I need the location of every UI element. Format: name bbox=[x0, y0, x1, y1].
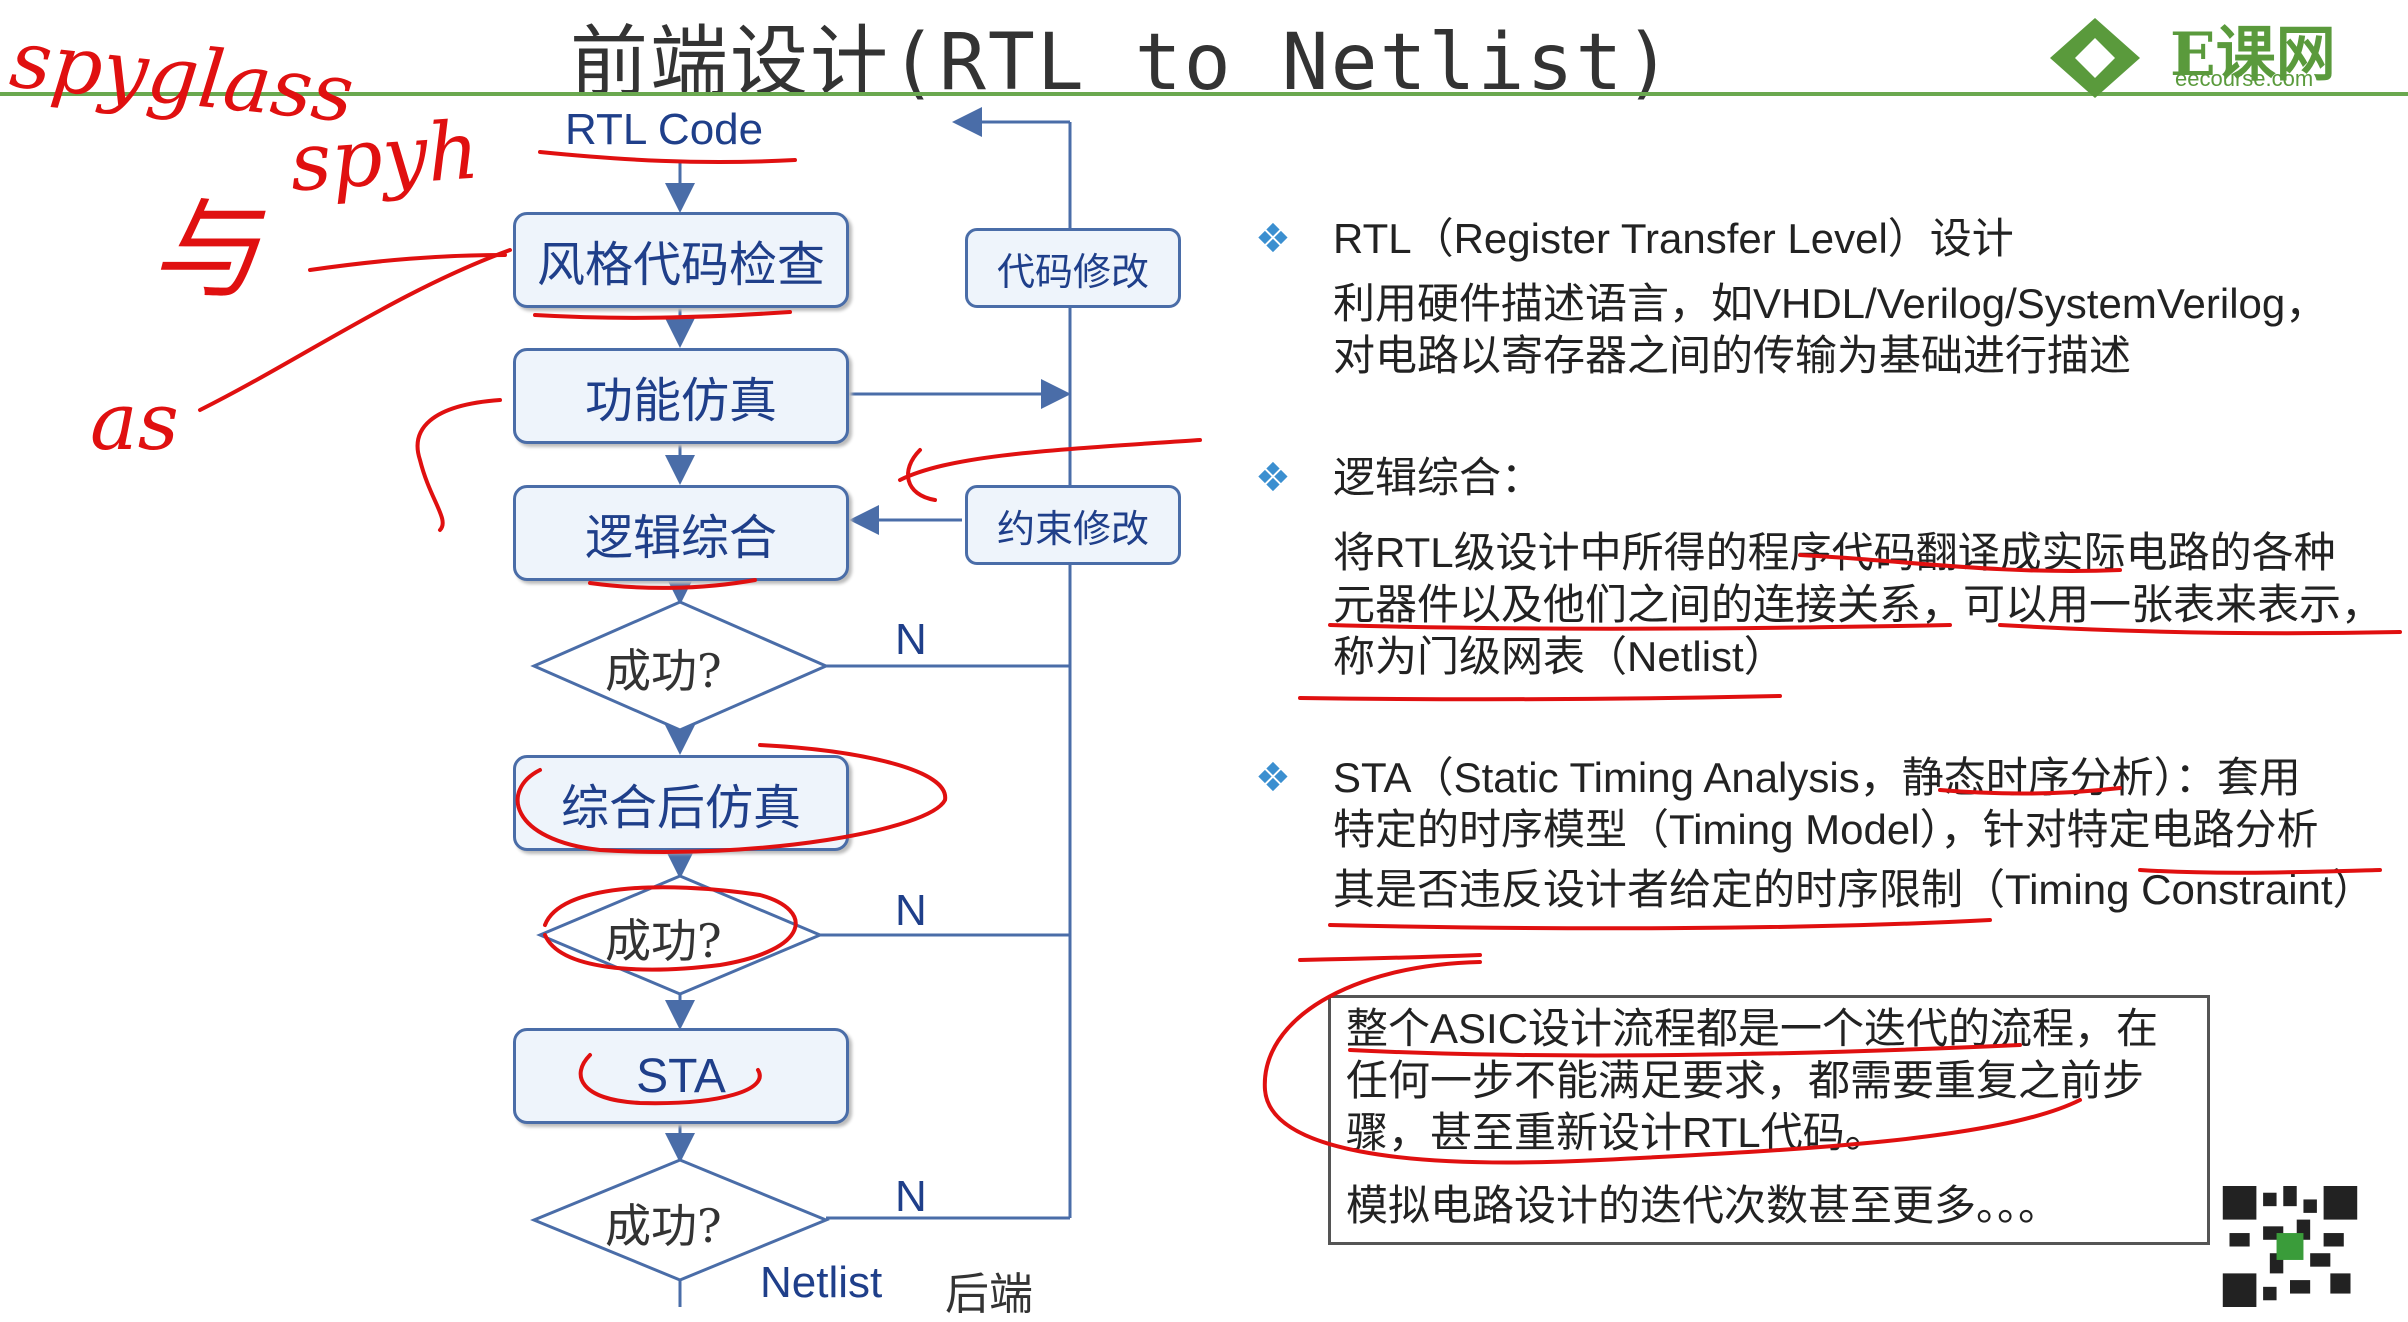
no-label-2: N bbox=[895, 886, 927, 935]
bullet-icon: ❖ bbox=[1255, 756, 1291, 800]
synthesis-box: 逻辑综合 bbox=[513, 485, 849, 581]
handwritten-yu: 与 bbox=[150, 186, 260, 314]
rtl-heading: RTL（Register Transfer Level）设计 bbox=[1333, 215, 2014, 262]
logo-subtext: eecourse.com bbox=[2175, 66, 2314, 91]
netlist-label: Netlist bbox=[760, 1258, 883, 1307]
sta-line-1: 特定的时序模型（Timing Model），针对特定电路分析 bbox=[1333, 806, 2319, 853]
bullet-icon: ❖ bbox=[1255, 217, 1291, 261]
synthesis-heading: 逻辑综合： bbox=[1333, 454, 1544, 501]
note-line-1: 整个ASIC设计流程都是一个迭代的流程，在 bbox=[1346, 1005, 2159, 1052]
success-2-label: 成功? bbox=[605, 914, 722, 968]
synthesis-line-2: 元器件以及他们之间的连接关系，可以用一张表来表示， bbox=[1333, 581, 2384, 628]
sta-box: STA bbox=[513, 1028, 849, 1124]
bullet-icon: ❖ bbox=[1255, 456, 1291, 500]
no-label-3: N bbox=[895, 1172, 927, 1221]
post-sim-box: 综合后仿真 bbox=[513, 755, 849, 851]
qr-code-icon bbox=[2222, 1186, 2358, 1307]
title-divider bbox=[0, 92, 2408, 96]
logo-text: E课网 bbox=[2170, 20, 2336, 90]
success-3-label: 成功? bbox=[605, 1199, 722, 1253]
synthesis-line-1: 将RTL级设计中所得的程序代码翻译成实际电路的各种 bbox=[1333, 529, 2336, 576]
logo-icon bbox=[2050, 18, 2140, 98]
no-label-1: N bbox=[895, 615, 927, 664]
note-box bbox=[1328, 995, 2210, 1245]
success-1-label: 成功? bbox=[605, 644, 722, 698]
style-check-box: 风格代码检查 bbox=[513, 212, 849, 308]
rtl-line-1: 利用硬件描述语言，如VHDL/Verilog/SystemVerilog， bbox=[1333, 280, 2328, 327]
constraint-fix-box: 约束修改 bbox=[965, 485, 1181, 565]
handwritten-as: as bbox=[90, 375, 179, 468]
rtl-code-label: RTL Code bbox=[565, 105, 764, 154]
sta-heading: STA（Static Timing Analysis，静态时序分析）：套用 bbox=[1333, 754, 2301, 801]
code-fix-box: 代码修改 bbox=[965, 228, 1181, 308]
note-extra: 模拟电路设计的迭代次数甚至更多。。。 bbox=[1346, 1182, 2061, 1229]
synthesis-line-3: 称为门级网表（Netlist） bbox=[1333, 633, 1786, 680]
func-sim-box: 功能仿真 bbox=[513, 348, 849, 444]
rtl-line-2: 对电路以寄存器之间的传输为基础进行描述 bbox=[1333, 332, 2132, 379]
note-line-2: 任何一步不能满足要求，都需要重复之前步 bbox=[1346, 1057, 2145, 1104]
